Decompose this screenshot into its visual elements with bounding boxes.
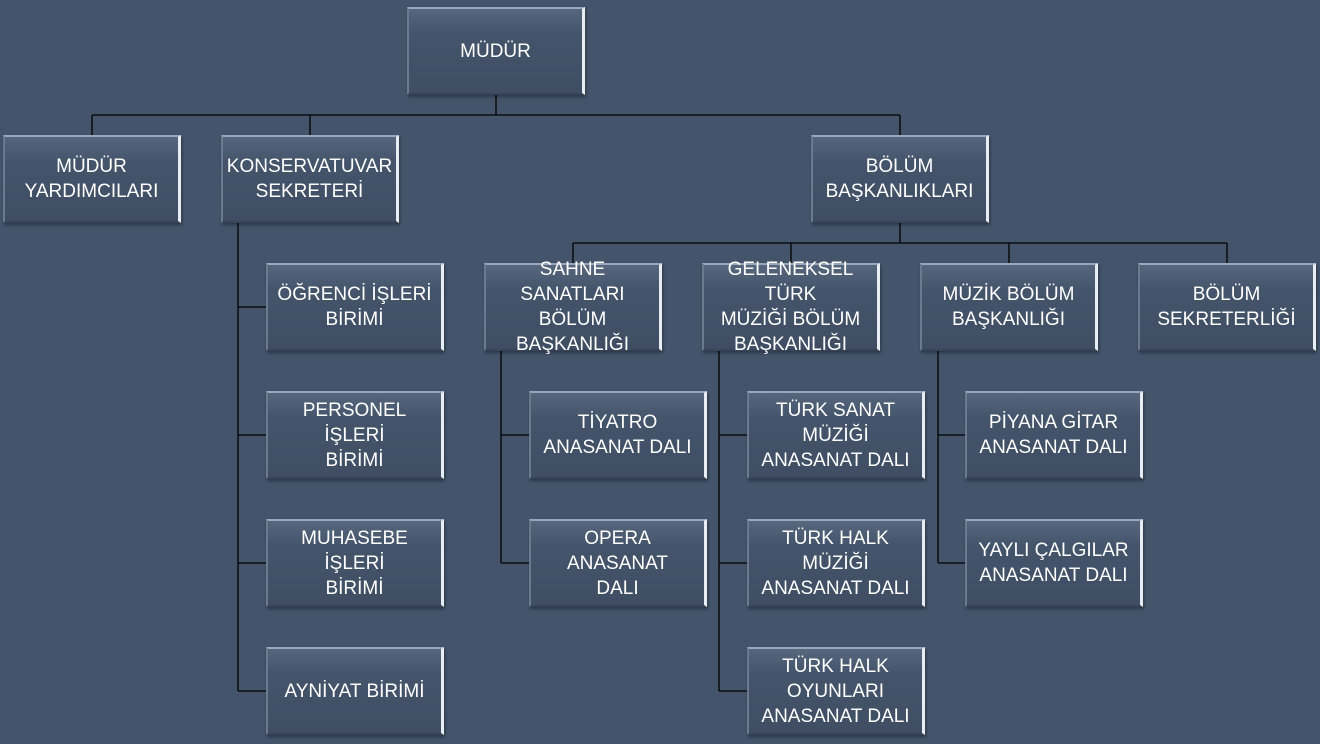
node-ayniyat[interactable]: AYNİYAT BİRİMİ xyxy=(266,647,444,735)
node-mudur[interactable]: MÜDÜR xyxy=(407,7,585,95)
node-konservatuvar-sekreteri[interactable]: KONSERVATUVAR SEKRETERİ xyxy=(221,135,399,223)
node-turk-sanat-muzigi[interactable]: TÜRK SANAT MÜZİĞİ ANASANAT DALI xyxy=(747,391,925,479)
node-geleneksel-turk-muzigi[interactable]: GELENEKSEL TÜRK MÜZİĞİ BÖLÜM BAŞKANLIĞI xyxy=(702,259,880,355)
node-mudur-yardimcilari[interactable]: MÜDÜR YARDIMCILARI xyxy=(3,135,181,223)
node-muhasebe-isleri[interactable]: MUHASEBE İŞLERİ BİRİMİ xyxy=(266,519,444,607)
node-opera[interactable]: OPERA ANASANAT DALI xyxy=(529,519,707,607)
node-bolum-sekreterligi[interactable]: BÖLÜM SEKRETERLİĞİ xyxy=(1138,263,1316,351)
node-sahne-sanatlari[interactable]: SAHNE SANATLARI BÖLÜM BAŞKANLIĞI xyxy=(484,259,662,355)
node-tiyatro[interactable]: TİYATRO ANASANAT DALI xyxy=(529,391,707,479)
node-yayli-calgilar[interactable]: YAYLI ÇALGILAR ANASANAT DALI xyxy=(965,519,1143,607)
node-turk-halk-muzigi[interactable]: TÜRK HALK MÜZİĞİ ANASANAT DALI xyxy=(747,519,925,607)
node-piyano-gitar[interactable]: PİYANA GİTAR ANASANAT DALI xyxy=(965,391,1143,479)
node-ogrenci-isleri[interactable]: ÖĞRENCİ İŞLERİ BİRİMİ xyxy=(266,263,444,351)
node-bolum-baskanliklari[interactable]: BÖLÜM BAŞKANLIKLARI xyxy=(811,135,989,223)
node-turk-halk-oyunlari[interactable]: TÜRK HALK OYUNLARI ANASANAT DALI xyxy=(747,647,925,735)
node-muzik-bolum[interactable]: MÜZİK BÖLÜM BAŞKANLIĞI xyxy=(920,263,1098,351)
node-personel-isleri[interactable]: PERSONEL İŞLERİ BİRİMİ xyxy=(266,391,444,479)
